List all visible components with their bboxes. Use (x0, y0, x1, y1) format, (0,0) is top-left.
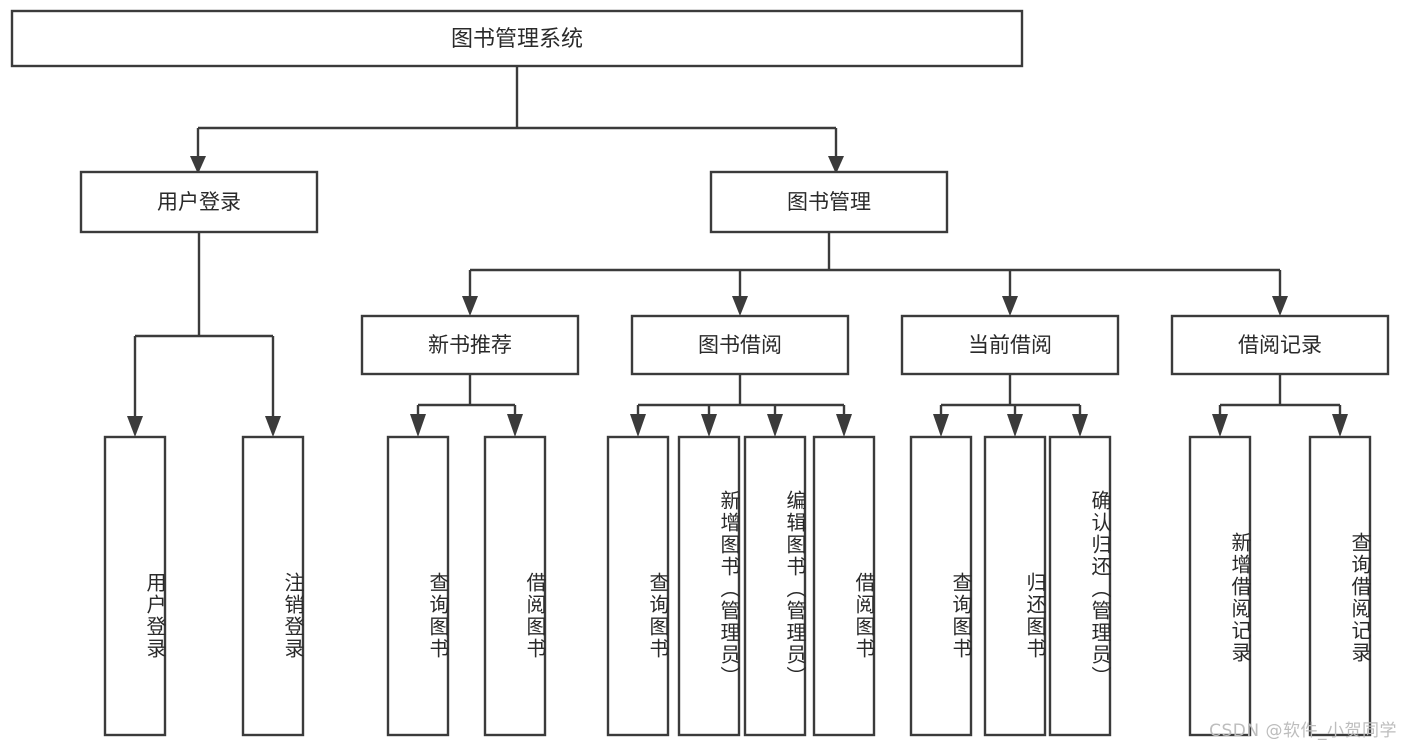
connector-borrow-to-leaves (630, 374, 852, 437)
leaf-box[interactable] (1308, 435, 1372, 737)
node-book-management-label: 图书管理 (787, 190, 871, 214)
node-current-borrow-label: 当前借阅 (968, 333, 1052, 357)
node-book-management[interactable]: 图书管理 (709, 170, 949, 234)
node-user-login-label: 用户登录 (157, 190, 241, 214)
leaf-box[interactable] (241, 435, 305, 737)
node-root[interactable]: 图书管理系统 (10, 9, 1024, 68)
connector-userlogin-to-leaves (127, 232, 281, 437)
node-new-book-recommend-label: 新书推荐 (428, 333, 512, 357)
leaf-box[interactable] (677, 435, 741, 737)
node-book-borrow[interactable]: 图书借阅 (630, 314, 850, 376)
leaf-box[interactable] (1048, 435, 1112, 737)
node-root-label: 图书管理系统 (451, 27, 583, 52)
connector-bookmgmt-to-level2 (462, 232, 1288, 316)
node-book-borrow-label: 图书借阅 (698, 333, 782, 357)
node-borrow-records-label: 借阅记录 (1238, 333, 1322, 357)
leaf-box[interactable] (483, 435, 547, 737)
leaf-box[interactable] (743, 435, 807, 737)
leaf-boxes (103, 435, 1372, 737)
connector-newbook-to-leaves (410, 374, 523, 437)
node-current-borrow[interactable]: 当前借阅 (900, 314, 1120, 376)
node-user-login[interactable]: 用户登录 (79, 170, 319, 234)
leaf-box[interactable] (386, 435, 450, 737)
node-borrow-records[interactable]: 借阅记录 (1170, 314, 1390, 376)
connector-current-to-leaves (933, 374, 1088, 437)
leaf-box[interactable] (1188, 435, 1252, 737)
connector-root-to-level1 (190, 66, 844, 174)
leaf-box[interactable] (983, 435, 1047, 737)
connector-records-to-leaves (1212, 374, 1348, 437)
leaf-box[interactable] (909, 435, 973, 737)
node-new-book-recommend[interactable]: 新书推荐 (360, 314, 580, 376)
leaf-box[interactable] (812, 435, 876, 737)
csdn-watermark: CSDN @软件_小贺同学 (1209, 721, 1397, 741)
leaf-box[interactable] (606, 435, 670, 737)
leaf-box[interactable] (103, 435, 167, 737)
